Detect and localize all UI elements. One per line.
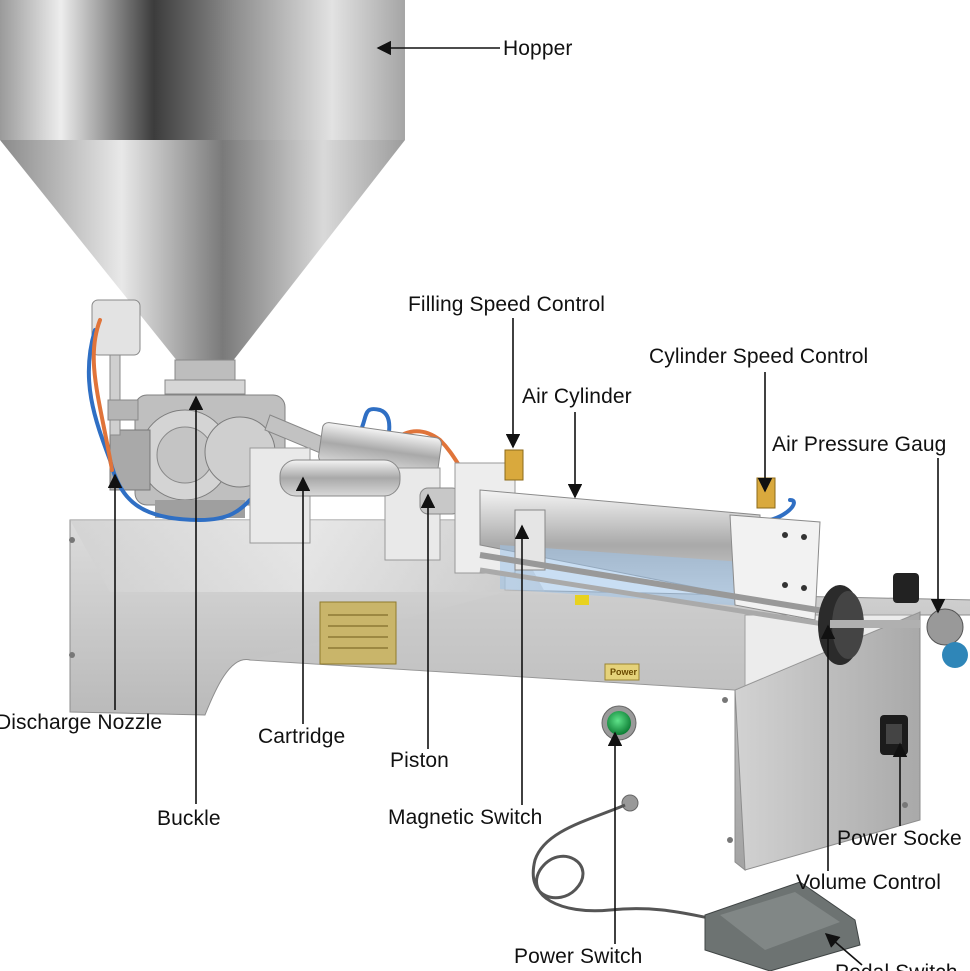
label-air-pressure-gauge: Air Pressure Gaug	[772, 433, 947, 456]
air-pressure-gauge-body	[926, 608, 968, 668]
volume-control-knob	[818, 573, 920, 665]
label-magnetic-switch: Magnetic Switch	[388, 806, 543, 829]
label-pedal-switch: Pedal Switch	[835, 962, 958, 971]
label-power-socket: Power Socke	[837, 827, 962, 850]
label-filling-speed-control: Filling Speed Control	[408, 293, 606, 316]
label-discharge-nozzle: Discharge Nozzle	[0, 711, 163, 734]
leader-lines	[107, 40, 946, 966]
label-volume-control: Volume Control	[796, 871, 941, 894]
label-hopper: Hopper	[503, 37, 573, 60]
label-air-cylinder: Air Cylinder	[522, 385, 632, 408]
label-cylinder-speed-control: Cylinder Speed Control	[649, 345, 869, 368]
label-cartridge: Cartridge	[258, 725, 346, 748]
power-button-assembly	[601, 663, 640, 812]
hopper-body	[0, 0, 405, 395]
nozzle-cylinder	[91, 299, 141, 436]
label-buckle: Buckle	[157, 807, 221, 830]
pedal-assembly	[531, 803, 861, 971]
power-socket-body	[880, 715, 908, 755]
label-power-switch: Power Switch	[514, 945, 643, 968]
power-plate-label: Power	[610, 667, 638, 677]
specification-plate	[319, 601, 397, 665]
air-cylinder-body	[479, 449, 831, 628]
label-piston: Piston	[390, 749, 449, 772]
